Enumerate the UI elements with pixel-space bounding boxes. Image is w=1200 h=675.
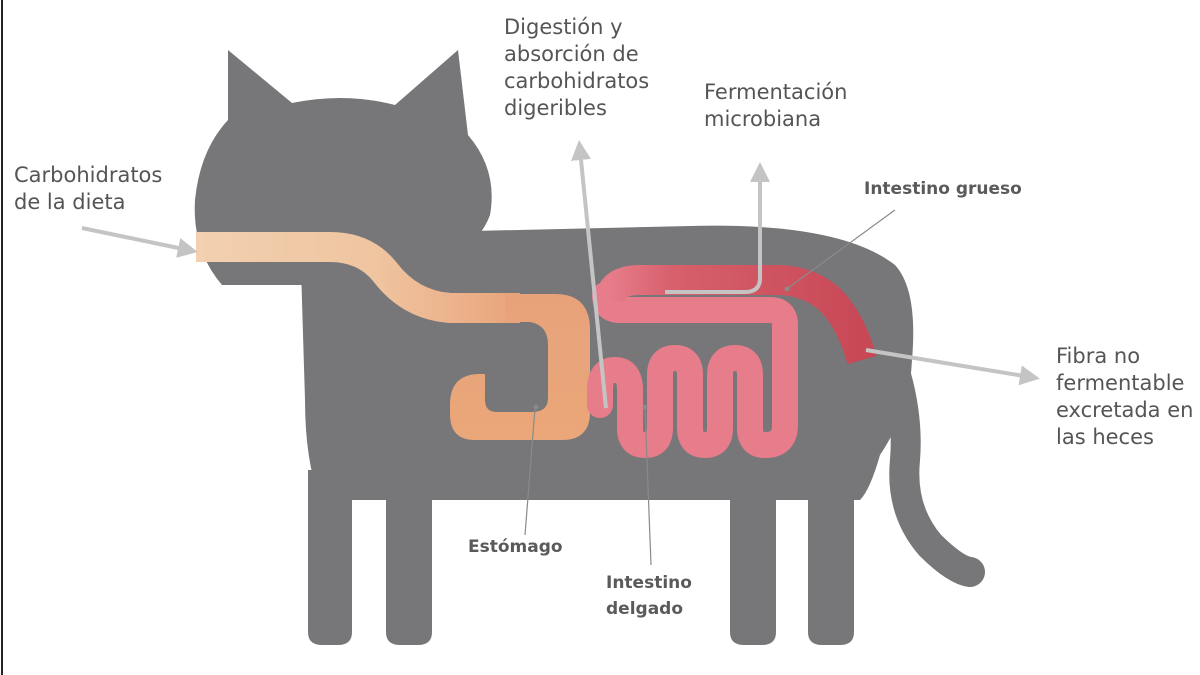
stomach-organ [450, 294, 590, 440]
label-stomach: Estómago [468, 537, 563, 557]
label-microbial-fermentation: Fermentación microbiana [704, 80, 848, 131]
pointer-large-intestine [787, 209, 896, 289]
cat-leg-front-left [308, 470, 352, 645]
large-intestine-organ [595, 265, 877, 365]
cat-leg-front-right [386, 470, 432, 645]
pointer-small-intestine [644, 407, 652, 566]
label-large-intestine: Intestino grueso [864, 179, 1022, 199]
label-non-fermentable-fiber: Fibra no fermentable excretada en las he… [1056, 344, 1194, 449]
esophagus [196, 232, 520, 323]
arrow-fermentation [665, 162, 770, 294]
arrows [81, 140, 1040, 409]
pointer-large-intestine-dot [784, 286, 790, 292]
pointer-stomach-dot [533, 404, 539, 410]
label-dietary-carbs: Carbohidratos de la dieta [14, 163, 163, 214]
cat-leg-back-left [730, 470, 776, 645]
label-small-intestine: Intestino delgado [606, 573, 692, 619]
label-digestion-absorption: Digestión y absorción de carbohidratos d… [504, 15, 650, 120]
small-intestine-organ [587, 282, 798, 458]
cat-head [194, 50, 492, 285]
left-border [1, 0, 3, 675]
pointer-stomach [524, 407, 536, 536]
arrow-digestion-absorption [571, 140, 608, 409]
pointer-small-intestine-dot [642, 404, 648, 410]
arrow-fiber-excreted [865, 348, 1040, 386]
cat-tail [865, 315, 985, 587]
arrow-dietary-carbs [81, 226, 198, 258]
cat-leg-back-right [808, 470, 854, 645]
